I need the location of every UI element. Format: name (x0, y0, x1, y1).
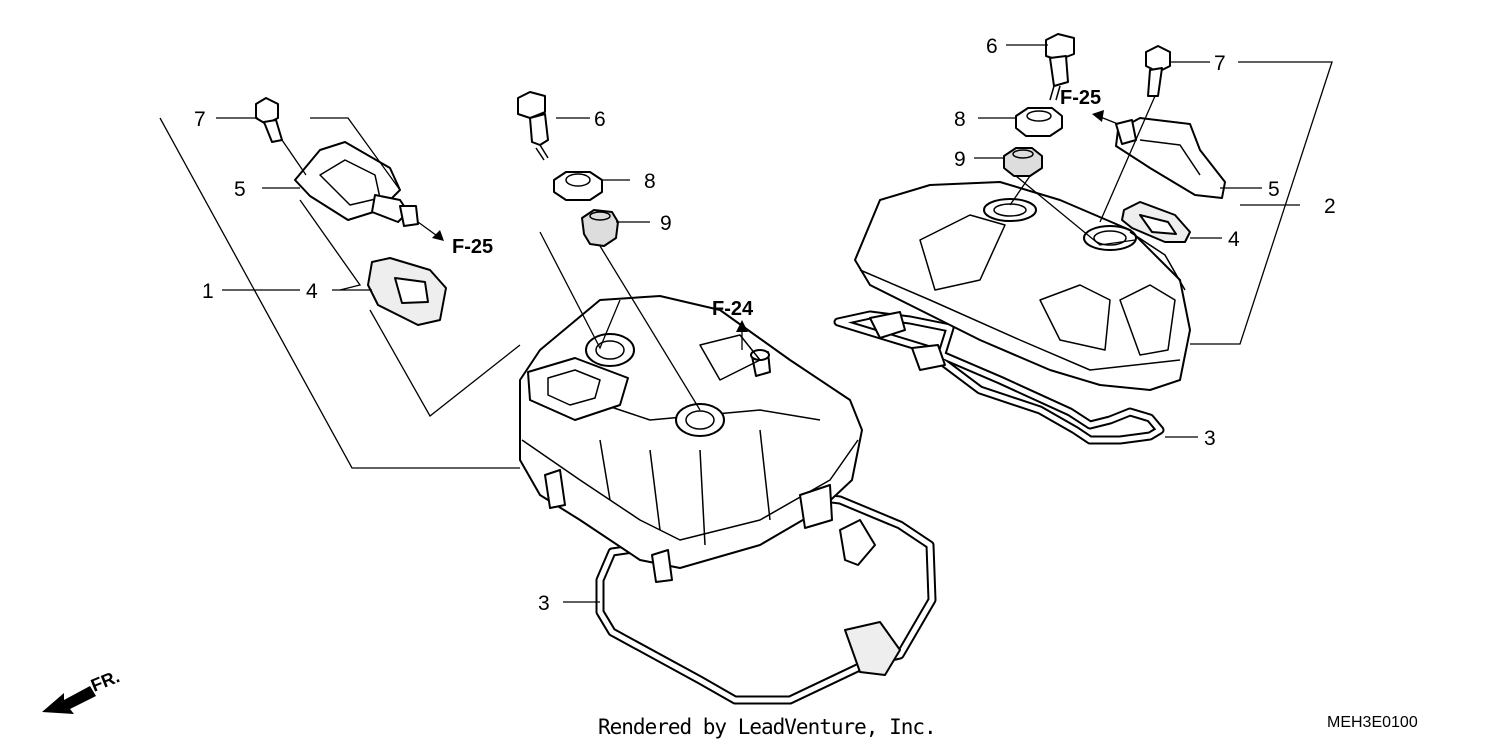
callout-7-right: 7 (1214, 52, 1226, 75)
left-grommet-8 (553, 171, 603, 201)
front-arrow-icon (42, 686, 96, 714)
right-cover-body (854, 181, 1191, 391)
callout-4-right: 4 (1228, 228, 1240, 251)
right-bracket-5 (1115, 117, 1226, 199)
right-bolt-7 (1145, 45, 1171, 97)
callout-9-left: 9 (660, 212, 672, 235)
diagram-code: MEH3E0100 (1327, 714, 1418, 731)
callout-4-left: 4 (306, 280, 318, 303)
left-bolt-6 (517, 91, 549, 161)
right-cover-gasket (833, 310, 1165, 445)
callout-1: 1 (202, 280, 214, 303)
callout-6-left: 6 (594, 108, 606, 131)
callout-7-left: 7 (194, 108, 206, 131)
left-f25-arrow (417, 221, 444, 241)
ref-f25-right: F-25 (1060, 87, 1101, 109)
f24-arrow (736, 320, 748, 350)
callout-3-right: 3 (1204, 427, 1216, 450)
left-seal-9 (581, 209, 619, 247)
callout-labels: 7 5 1 4 6 8 9 3 6 7 8 9 5 2 4 3 (194, 35, 1336, 615)
right-leader-lines (974, 44, 1333, 438)
callout-2: 2 (1324, 195, 1336, 218)
ref-f25-left: F-25 (452, 236, 493, 258)
front-direction-indicator: FR. (42, 666, 122, 714)
left-head-cover (159, 91, 937, 705)
callout-8-left: 8 (644, 170, 656, 193)
callout-3-left: 3 (538, 592, 550, 615)
front-label: FR. (88, 666, 122, 695)
callout-5-right: 5 (1268, 178, 1280, 201)
right-head-cover (833, 33, 1333, 445)
callout-9-right: 9 (954, 148, 966, 171)
left-leader-lines (159, 117, 701, 603)
right-f25-arrow (1092, 110, 1119, 125)
ref-f24: F-24 (712, 298, 754, 320)
credit-text: Rendered by LeadVenture, Inc. (598, 715, 937, 739)
left-bolt-7 (255, 97, 283, 143)
right-seal-9 (1003, 147, 1043, 177)
right-gasket-4 (1121, 201, 1191, 243)
callout-6-right: 6 (986, 35, 998, 58)
left-bracket-5 (294, 141, 419, 227)
left-cover-body (519, 295, 863, 583)
reference-labels: F-25 F-24 F-25 (452, 87, 1101, 320)
right-bolt-6 (1045, 33, 1075, 101)
callout-5-left: 5 (234, 178, 246, 201)
left-gasket-4 (367, 257, 447, 326)
right-grommet-8 (1015, 107, 1063, 137)
callout-8-right: 8 (954, 108, 966, 131)
